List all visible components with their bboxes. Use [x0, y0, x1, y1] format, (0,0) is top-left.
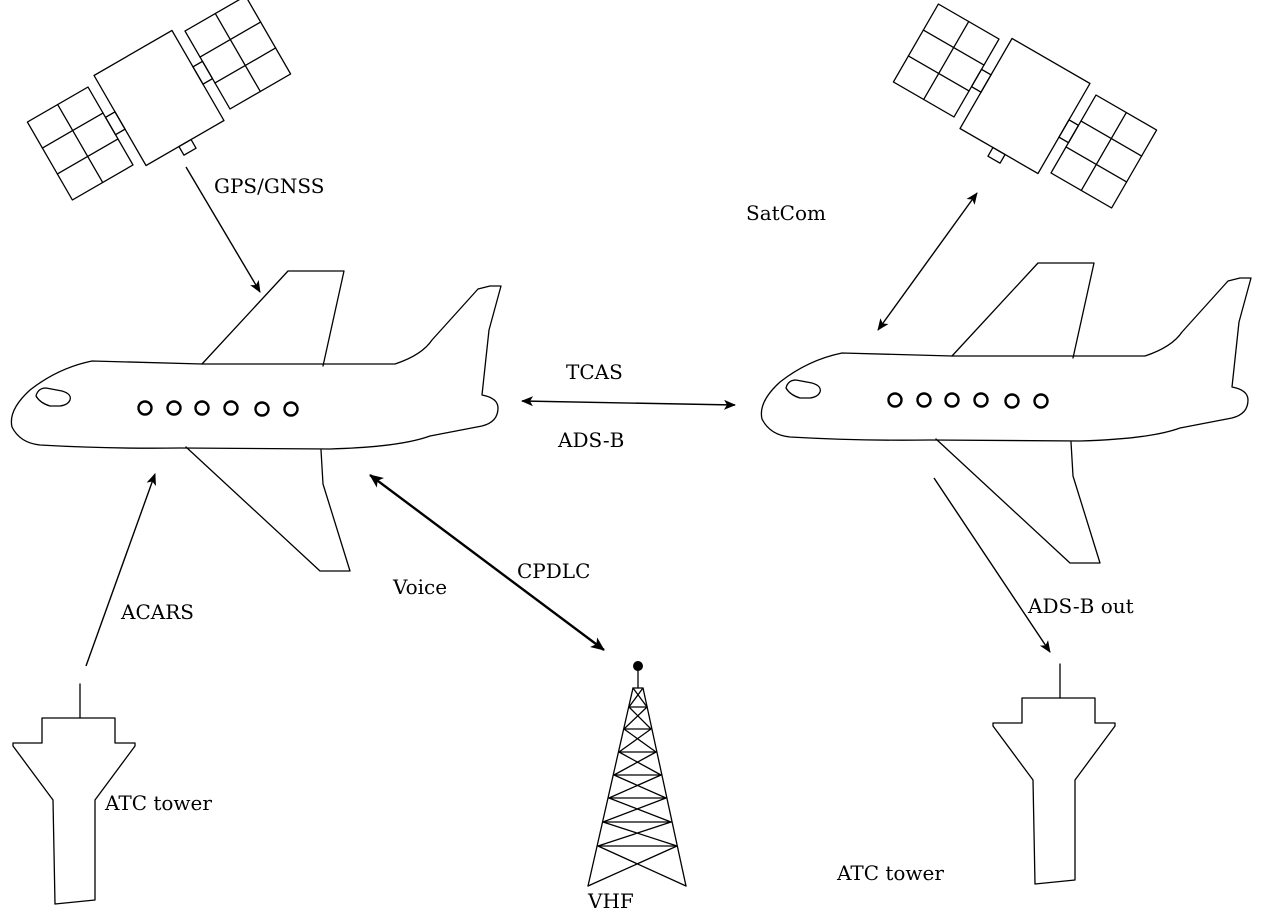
satcom-link-arrow	[878, 193, 977, 330]
atc-tower-icon-right	[993, 664, 1115, 884]
vhf-label: VHF	[587, 889, 634, 913]
voice-label: Voice	[392, 575, 447, 599]
adsb-out-label: ADS-B out	[1027, 594, 1134, 618]
acars-label: ACARS	[120, 600, 194, 624]
atc-tower-right-label: ATC tower	[836, 861, 944, 885]
gps-label: GPS/GNSS	[214, 174, 324, 198]
airplane-icon-left	[11, 271, 501, 571]
tcas-adsb-link-arrow	[522, 401, 735, 405]
cpdlc-label: CPDLC	[517, 559, 590, 583]
adsb-out-link-arrow	[934, 478, 1050, 652]
atc-tower-left-label: ATC tower	[104, 791, 212, 815]
satellite-icon-right	[885, 0, 1160, 223]
radio-mast-icon	[588, 661, 686, 886]
adsb-label: ADS-B	[557, 428, 624, 452]
satcom-label: SatCom	[746, 201, 826, 225]
acars-link-arrow	[86, 474, 155, 666]
airplane-icon-right	[761, 263, 1251, 563]
tcas-label: TCAS	[566, 360, 623, 384]
